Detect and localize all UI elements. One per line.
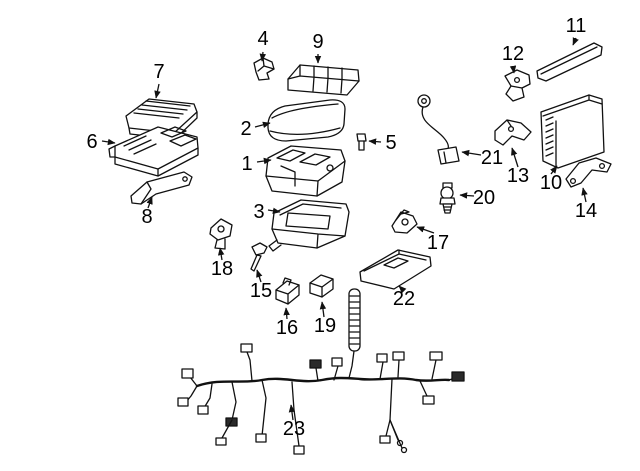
callout-23: 23 xyxy=(283,418,305,440)
part-12-bracket xyxy=(504,69,531,102)
part-21-cable-terminal xyxy=(417,94,460,165)
callout-labels: 1 2 3 4 5 6 7 8 9 10 11 12 13 14 15 16 1… xyxy=(86,15,597,440)
part-7-ribbed-cover xyxy=(125,98,198,140)
callout-6: 6 xyxy=(86,131,97,153)
callout-13: 13 xyxy=(507,165,529,187)
part-8-bracket xyxy=(130,171,193,205)
part-3-lower-case xyxy=(268,199,350,252)
part-1-relay-block xyxy=(265,145,346,197)
callout-17: 17 xyxy=(427,232,449,254)
callout-arrows xyxy=(101,37,588,421)
callout-2: 2 xyxy=(240,118,251,140)
part-13-bracket xyxy=(494,119,532,146)
part-18-sensor xyxy=(209,218,233,250)
callout-20: 20 xyxy=(473,187,495,209)
callout-15: 15 xyxy=(250,280,272,302)
part-15-screw xyxy=(250,242,268,272)
callout-18: 18 xyxy=(211,258,233,280)
part-20-sensor xyxy=(439,182,456,214)
part-4-clip xyxy=(253,57,275,81)
callout-14: 14 xyxy=(575,200,597,222)
part-14-bracket xyxy=(565,157,612,188)
callout-22: 22 xyxy=(393,288,415,310)
part-19-relay xyxy=(309,274,334,298)
callout-1: 1 xyxy=(241,153,252,175)
callout-11: 11 xyxy=(566,15,587,37)
part-2-upper-cover xyxy=(267,99,346,142)
callout-10: 10 xyxy=(540,172,562,194)
callout-21: 21 xyxy=(481,147,503,169)
callout-4: 4 xyxy=(257,28,268,50)
part-17-sensor xyxy=(391,209,418,234)
callout-12: 12 xyxy=(502,43,524,65)
part-16-relay xyxy=(275,277,300,305)
callout-3: 3 xyxy=(253,201,264,223)
callout-16: 16 xyxy=(276,317,298,339)
part-6-fuse-box xyxy=(108,126,199,177)
part-5-clip xyxy=(356,133,367,151)
part-10-ecu-module xyxy=(540,94,605,169)
callout-7: 7 xyxy=(153,61,164,83)
part-22-module xyxy=(359,249,432,290)
part-11-long-bracket xyxy=(536,42,603,82)
callout-9: 9 xyxy=(312,31,323,53)
callout-19: 19 xyxy=(314,315,336,337)
part-9-relay-strip xyxy=(287,64,360,96)
callout-8: 8 xyxy=(141,206,152,228)
callout-5: 5 xyxy=(385,132,396,154)
part-23-wiring-harness xyxy=(177,288,465,455)
